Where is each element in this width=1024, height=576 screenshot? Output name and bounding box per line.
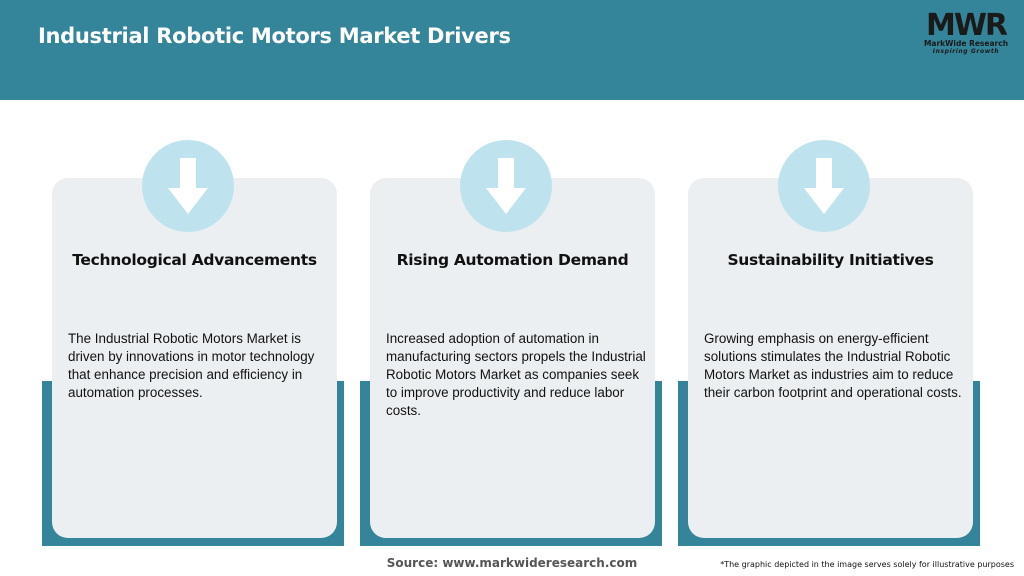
header-banner: Industrial Robotic Motors Market Drivers… <box>0 0 1024 100</box>
arrow-down-icon <box>778 140 870 232</box>
card-title: Technological Advancements <box>72 251 317 269</box>
card-title: Sustainability Initiatives <box>727 251 934 269</box>
card-panel <box>688 178 973 538</box>
card-panel <box>370 178 655 538</box>
arrow-down-icon <box>460 140 552 232</box>
svg-text:MWR: MWR <box>926 8 1007 38</box>
card-description: Growing emphasis on energy-efficient sol… <box>704 331 962 400</box>
page-title: Industrial Robotic Motors Market Drivers <box>38 24 511 48</box>
driver-card-3: Sustainability Initiatives Growing empha… <box>678 140 980 550</box>
card-description: The Industrial Robotic Motors Market is … <box>68 331 315 400</box>
arrow-down-icon <box>142 140 234 232</box>
source-text: Source: www.markwideresearch.com <box>386 556 638 570</box>
logo-company-name: MarkWide Research <box>923 39 1009 48</box>
card-panel <box>52 178 337 538</box>
mwr-logo-icon: MWR <box>926 8 1007 38</box>
logo-tagline: Inspiring Growth <box>932 48 1000 55</box>
driver-card-2: Rising Automation Demand Increased adopt… <box>360 140 662 550</box>
brand-logo: MWR MarkWide Research Inspiring Growth <box>918 8 1014 60</box>
disclaimer-text: *The graphic depicted in the image serve… <box>720 560 1014 569</box>
card-description: Increased adoption of automation in manu… <box>386 331 646 418</box>
driver-card-1: Technological Advancements The Industria… <box>42 140 344 550</box>
card-title: Rising Automation Demand <box>396 251 629 269</box>
